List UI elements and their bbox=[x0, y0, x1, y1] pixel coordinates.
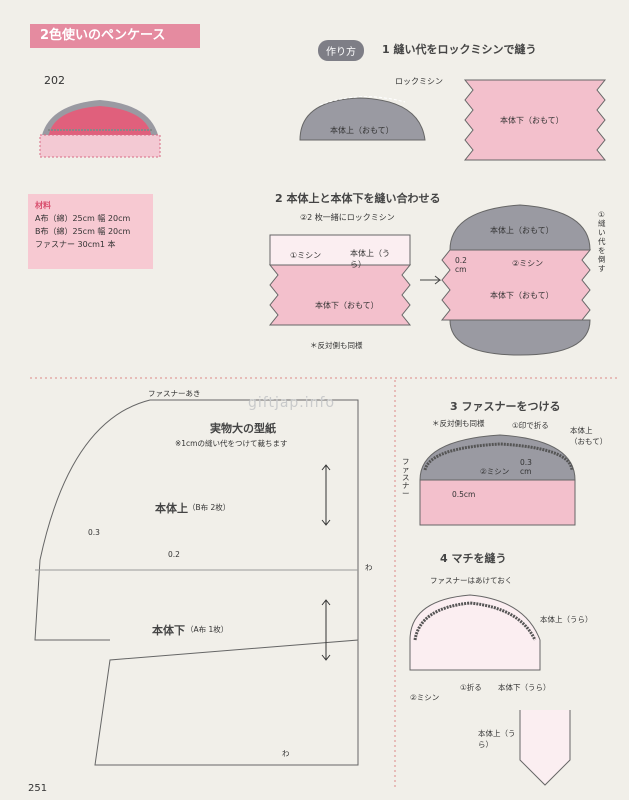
step2-lock-note: ②2 枚一緒にロックミシン bbox=[300, 213, 395, 222]
step1-diagram bbox=[299, 79, 607, 161]
step4-fold-label: ①折る bbox=[460, 683, 482, 692]
step3-upper-label: 本体上（おもて） bbox=[570, 426, 608, 446]
watermark: giftjap.info bbox=[248, 395, 336, 411]
step2-reverse-note: ＊反対側も同様 bbox=[310, 341, 363, 350]
step4-lower-back-label: 本体下（うら） bbox=[498, 683, 551, 692]
material-line: B布（綿）25cm 幅 20cm bbox=[35, 227, 131, 236]
step3-sew-label: ②ミシン bbox=[480, 467, 510, 476]
step3-zipper-label: ファスナー bbox=[402, 457, 410, 498]
pen-case-illustration bbox=[39, 100, 161, 158]
step3-fold-label: ①印で折る bbox=[512, 421, 549, 430]
step2-02-label: 0.2 cm bbox=[455, 256, 467, 274]
step2-upper-back-label: 本体上（うら） bbox=[350, 249, 390, 269]
pattern-title: 実物大の型紙 bbox=[210, 422, 276, 435]
step2-lower-right-label: 本体下（おもて） bbox=[490, 291, 554, 300]
page-title: 2色使いのペンケース bbox=[30, 24, 200, 48]
step2-sew2-label: ②ミシン bbox=[512, 259, 544, 268]
pattern-mark-03: 0.3 bbox=[88, 528, 100, 537]
step1-upper-label: 本体上（おもて） bbox=[330, 126, 394, 135]
item-number: 202 bbox=[44, 74, 65, 87]
pattern-outline bbox=[34, 399, 359, 766]
how-to-badge: 作り方 bbox=[318, 40, 364, 61]
step2-title: 2 本体上と本体下を縫い合わせる bbox=[275, 192, 441, 205]
step4-upper-back2-label: 本体上（うら） bbox=[478, 729, 516, 749]
step3-title: 3 ファスナーをつける bbox=[450, 400, 561, 413]
pattern-mark-02: 0.2 bbox=[168, 550, 180, 559]
page-number: 251 bbox=[28, 783, 48, 794]
material-line: A布（綿）25cm 幅 20cm bbox=[35, 214, 131, 223]
pattern-lower-spec: （A布 1枚） bbox=[186, 625, 229, 634]
materials-heading: 材料 bbox=[35, 201, 51, 210]
step2-lower-label: 本体下（おもて） bbox=[315, 301, 379, 310]
step1-title: 1 縫い代をロックミシンで縫う bbox=[382, 43, 537, 56]
pattern-mark-wa: わ bbox=[365, 563, 373, 572]
step4-sew-label: ②ミシン bbox=[410, 693, 440, 702]
materials-box: 材料 A布（綿）25cm 幅 20cm B布（綿）25cm 幅 20cm ファス… bbox=[28, 194, 153, 269]
step4-title: 4 マチを縫う bbox=[440, 552, 507, 565]
pattern-upper-name: 本体上 bbox=[155, 502, 188, 515]
step3-03-label: 0.3 cm bbox=[520, 458, 532, 476]
step2-right-diagram bbox=[440, 204, 592, 356]
step1-lock-label: ロックミシン bbox=[395, 77, 443, 86]
pattern-upper-spec: （B布 2枚） bbox=[188, 503, 231, 512]
step3-05-label: 0.5cm bbox=[452, 490, 476, 499]
step3-diagram bbox=[419, 434, 576, 526]
step2-seam-label: ①縫い代を倒す bbox=[598, 210, 606, 273]
pattern-mark-wa: わ bbox=[282, 749, 290, 758]
step2-left-diagram bbox=[268, 234, 412, 326]
material-line: ファスナー 30cm1 本 bbox=[35, 240, 116, 249]
step4-upper-back-label: 本体上（うら） bbox=[540, 615, 593, 624]
pattern-lower-name: 本体下 bbox=[152, 624, 185, 637]
step1-lower-label: 本体下（おもて） bbox=[500, 116, 564, 125]
step4-open-note: ファスナーはあけておく bbox=[430, 576, 513, 585]
step4-diagram bbox=[409, 594, 571, 786]
step2-sew-label: ①ミシン bbox=[290, 251, 322, 260]
step3-reverse-note: ＊反対側も同様 bbox=[432, 419, 485, 428]
step2-upper-front-label: 本体上（おもて） bbox=[490, 226, 554, 235]
pattern-note: ※1cmの縫い代をつけて裁ちます bbox=[175, 439, 288, 448]
pattern-zipper-opening: ファスナーあき bbox=[148, 389, 201, 398]
